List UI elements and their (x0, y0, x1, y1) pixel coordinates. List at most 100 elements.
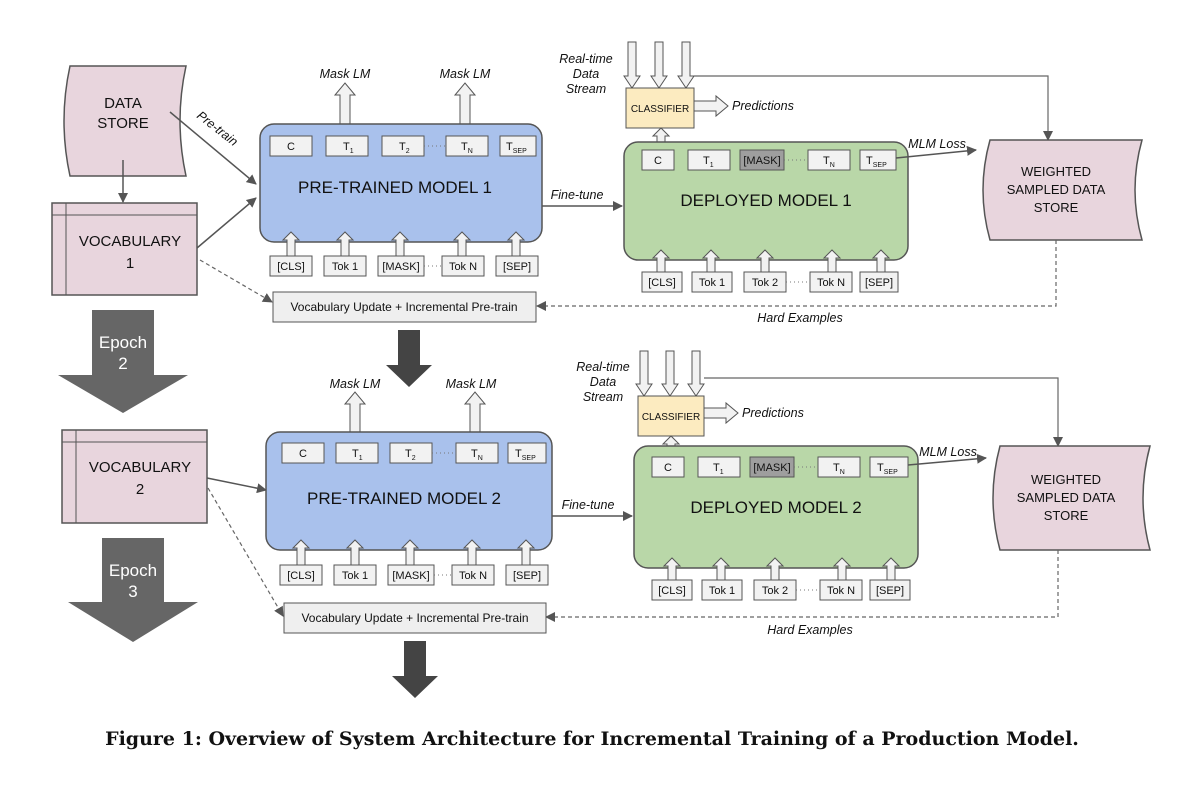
pretrain-label: Pre-train (194, 108, 240, 149)
svg-text:SAMPLED DATA: SAMPLED DATA (1017, 490, 1116, 505)
output-token: C (664, 462, 672, 474)
output-token: TN (823, 155, 835, 169)
vocabulary-1-line2: 1 (126, 255, 134, 272)
mask-lm-label: Mask LM (440, 67, 491, 81)
epoch-2-arrow: Epoch 2 (58, 310, 188, 413)
epoch-3-line1: Epoch (109, 561, 157, 580)
input-token: [CLS] (658, 585, 686, 597)
classifier-1: CLASSIFIER (625, 87, 695, 129)
output-token: T1 (352, 448, 363, 462)
input-token: [SEP] (513, 570, 541, 582)
output-token: T1 (703, 155, 714, 169)
classifier-2: CLASSIFIER (637, 395, 705, 437)
deployed-model-2: DEPLOYED MODEL 2 C T1 [MASK] TN TSEP [CL… (633, 445, 919, 601)
mlm-loss-label: MLM Loss (908, 137, 966, 151)
fine-tune-label: Fine-tune (562, 498, 615, 512)
input-token: Tok 2 (752, 277, 778, 289)
mask-lm-label: Mask LM (446, 377, 497, 391)
svg-text:WEIGHTED: WEIGHTED (1021, 164, 1091, 179)
input-token: [CLS] (648, 277, 676, 289)
data-store: DATA STORE (63, 65, 187, 177)
input-token: [SEP] (865, 277, 893, 289)
vocabulary-update-2: Vocabulary Update + Incremental Pre-trai… (283, 602, 547, 634)
input-token: Tok N (817, 277, 845, 289)
svg-text:Stream: Stream (583, 390, 623, 404)
mask-lm-label: Mask LM (320, 67, 371, 81)
vocabulary-1: VOCABULARY 1 (51, 202, 198, 296)
input-token: Tok 2 (762, 585, 788, 597)
svg-text:Vocabulary Update + Incrementa: Vocabulary Update + Incremental Pre-trai… (290, 300, 517, 314)
vocabulary-1-line1: VOCABULARY (79, 233, 181, 250)
svg-text:CLASSIFIER: CLASSIFIER (642, 412, 700, 423)
input-token: Tok 1 (699, 277, 725, 289)
output-token: C (299, 448, 307, 460)
pretrained-model-1: Mask LM Mask LM PRE-TRAINED MODEL 1 C T1… (259, 67, 543, 277)
epoch-2-line2: 2 (118, 354, 127, 373)
output-token: T2 (405, 448, 416, 462)
input-token: [MASK] (392, 570, 429, 582)
output-token: [MASK] (753, 462, 790, 474)
predictions-label: Predictions (742, 406, 804, 420)
predictions-label: Predictions (732, 99, 794, 113)
svg-text:CLASSIFIER: CLASSIFIER (631, 104, 689, 115)
weighted-sampled-data-store-2: WEIGHTED SAMPLED DATA STORE (992, 445, 1151, 551)
output-token: [MASK] (743, 155, 780, 167)
input-token: Tok 1 (332, 261, 358, 273)
pretrained-model-1-title: PRE-TRAINED MODEL 1 (298, 178, 492, 197)
output-token: T1 (713, 462, 724, 476)
epoch-2-line1: Epoch (99, 333, 147, 352)
hard-examples-label: Hard Examples (757, 311, 842, 325)
output-token: T2 (399, 141, 410, 155)
svg-text:STORE: STORE (1044, 508, 1089, 523)
input-token: Tok N (449, 261, 477, 273)
deployed-model-1: DEPLOYED MODEL 1 C T1 [MASK] TN TSEP [CL… (623, 141, 909, 293)
output-token: TN (471, 448, 483, 462)
output-token: TSEP (506, 141, 527, 155)
data-store-line1: DATA (104, 95, 142, 112)
mask-lm-label: Mask LM (330, 377, 381, 391)
deployed-model-1-title: DEPLOYED MODEL 1 (680, 191, 851, 210)
svg-text:Real-time: Real-time (576, 360, 630, 374)
pretrained-model-2-title: PRE-TRAINED MODEL 2 (307, 489, 501, 508)
pretrained-model-2: Mask LM Mask LM PRE-TRAINED MODEL 2 C T1… (265, 377, 553, 586)
hard-examples-label: Hard Examples (767, 623, 852, 637)
output-token: TSEP (877, 462, 898, 476)
svg-text:WEIGHTED: WEIGHTED (1031, 472, 1101, 487)
output-token: TSEP (515, 448, 536, 462)
output-token: T1 (343, 141, 354, 155)
svg-text:SAMPLED DATA: SAMPLED DATA (1007, 182, 1106, 197)
epoch-3-arrow: Epoch 3 (68, 538, 198, 642)
svg-text:Data: Data (573, 67, 599, 81)
input-token: [SEP] (503, 261, 531, 273)
input-token: Tok 1 (342, 570, 368, 582)
input-token: Tok N (827, 585, 855, 597)
input-token: [CLS] (287, 570, 315, 582)
real-time-stream-2: Real-time Data Stream (576, 350, 705, 404)
mlm-loss-label: MLM Loss (919, 445, 977, 459)
output-token: TN (833, 462, 845, 476)
vocabulary-2-line1: VOCABULARY (89, 459, 191, 476)
epoch-3-line2: 3 (128, 582, 137, 601)
svg-text:Vocabulary Update + Incrementa: Vocabulary Update + Incremental Pre-trai… (301, 611, 528, 625)
vocabulary-2-line2: 2 (136, 481, 144, 498)
real-time-stream-1: Real-time Data Stream (559, 41, 695, 96)
deployed-model-2-title: DEPLOYED MODEL 2 (690, 498, 861, 517)
svg-text:Stream: Stream (566, 82, 606, 96)
input-token: Tok N (459, 570, 487, 582)
input-token: [SEP] (876, 585, 904, 597)
output-token: TSEP (866, 155, 887, 169)
output-token: TN (461, 141, 473, 155)
input-token: Tok 1 (709, 585, 735, 597)
svg-text:STORE: STORE (1034, 200, 1079, 215)
figure-caption: Figure 1: Overview of System Architectur… (105, 728, 1079, 750)
svg-text:Real-time: Real-time (559, 52, 613, 66)
vocabulary-update-1: Vocabulary Update + Incremental Pre-trai… (272, 291, 537, 323)
output-token: C (287, 141, 295, 153)
fine-tune-label: Fine-tune (551, 188, 604, 202)
input-token: [CLS] (277, 261, 305, 273)
input-token: [MASK] (382, 261, 419, 273)
vocabulary-2: VOCABULARY 2 (61, 429, 208, 524)
data-store-line2: STORE (97, 115, 148, 132)
output-token: C (654, 155, 662, 167)
